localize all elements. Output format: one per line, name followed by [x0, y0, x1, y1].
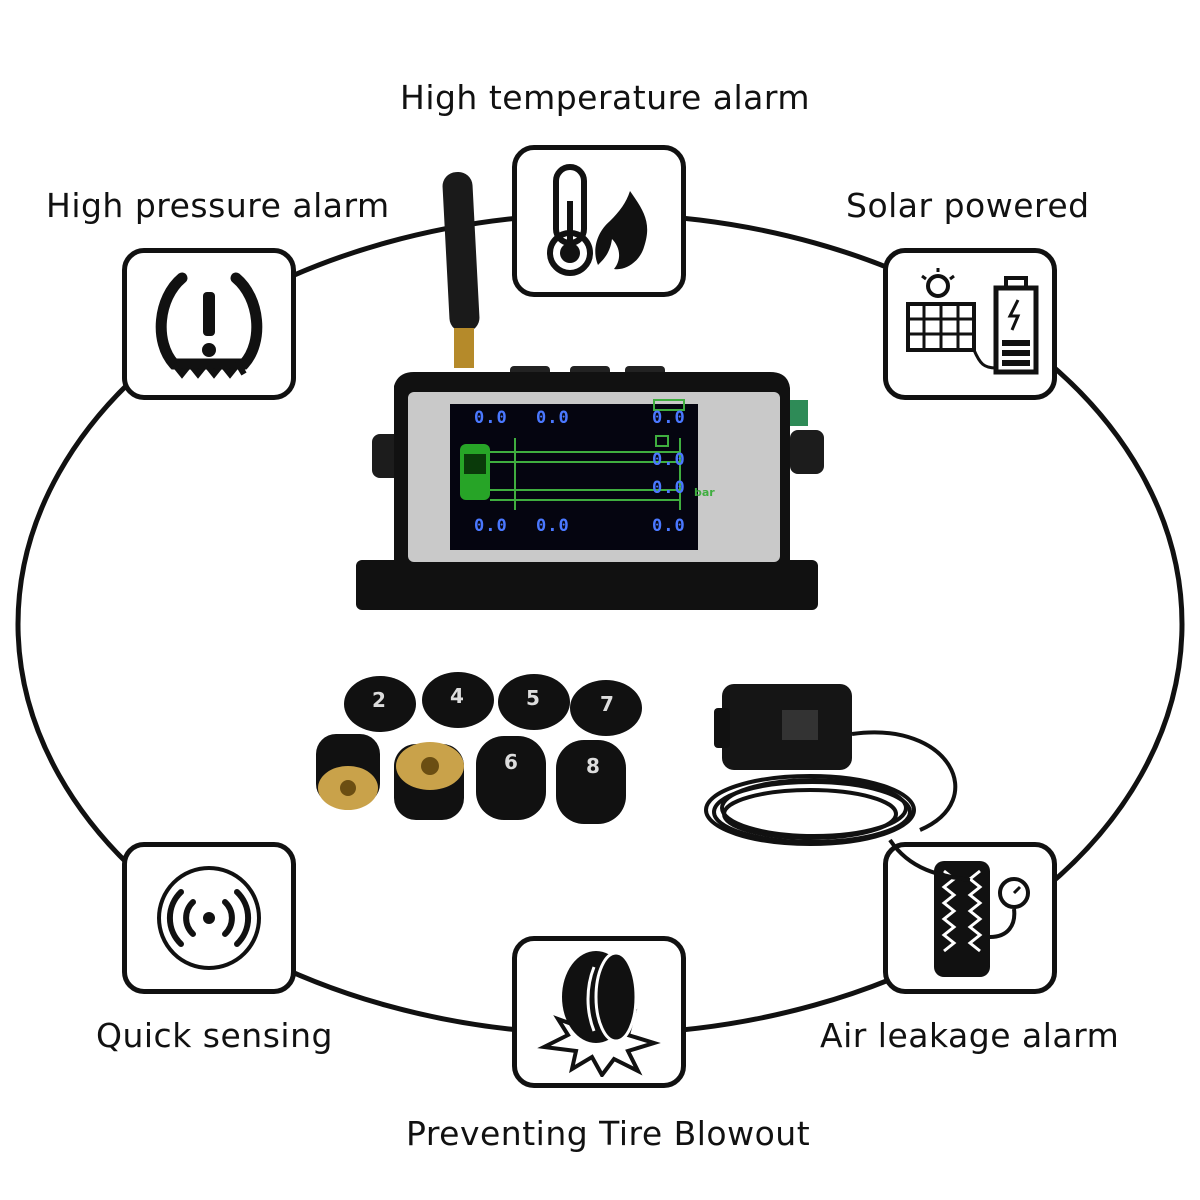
high-pressure-label: High pressure alarm: [46, 186, 390, 225]
tire-gauge-icon: [934, 861, 1030, 977]
solar-powered-box: [883, 248, 1057, 400]
preventing-blowout-label: Preventing Tire Blowout: [406, 1114, 811, 1153]
sensor-label-2: 2: [372, 688, 386, 712]
lcd-reading-3: 0.0: [652, 408, 686, 428]
air-leakage-box: [883, 842, 1057, 994]
lcd-reading-4: 0.0: [652, 450, 686, 470]
tire-pressure-warning-icon: [155, 272, 263, 379]
tire-blowout-icon: [537, 951, 661, 1077]
wireless-signal-icon: [157, 866, 261, 970]
lcd-reading-6: 0.0: [474, 516, 508, 536]
lcd-reading-2: 0.0: [536, 408, 570, 428]
quick-sensing-box: [122, 842, 296, 994]
high-temperature-label: High temperature alarm: [400, 78, 810, 117]
solar-powered-label: Solar powered: [846, 186, 1090, 225]
tpms-monitor: 0.0 0.0 0.0 0.0 0.0 0.0 0.0 0.0 bar: [350, 160, 830, 624]
sensor-caps: [316, 672, 642, 824]
repeater-cable: [704, 684, 971, 882]
sensor-label-6: 6: [504, 750, 518, 774]
sensor-label-5: 5: [526, 686, 540, 710]
thermometer-flame-icon: [547, 164, 648, 276]
lcd-reading-8: 0.0: [652, 516, 686, 536]
monitor-body: [356, 172, 824, 610]
quick-sensing-label: Quick sensing: [96, 1016, 333, 1055]
high-pressure-box: [122, 248, 296, 400]
solar-panel-battery-icon: [906, 268, 1039, 375]
sensor-label-8: 8: [586, 754, 600, 778]
sensor-label-4: 4: [450, 684, 464, 708]
signal-repeater: [690, 680, 990, 904]
sensor-label-7: 7: [600, 692, 614, 716]
air-leakage-label: Air leakage alarm: [820, 1016, 1120, 1055]
tire-sensors: 2 4 5 7 6 8: [300, 670, 660, 844]
lcd-unit: bar: [694, 486, 715, 499]
high-temperature-box: [512, 145, 686, 297]
lcd-reading-5: 0.0: [652, 478, 686, 498]
preventing-blowout-box: [512, 936, 686, 1088]
lcd-reading-1: 0.0: [474, 408, 508, 428]
lcd-reading-7: 0.0: [536, 516, 570, 536]
